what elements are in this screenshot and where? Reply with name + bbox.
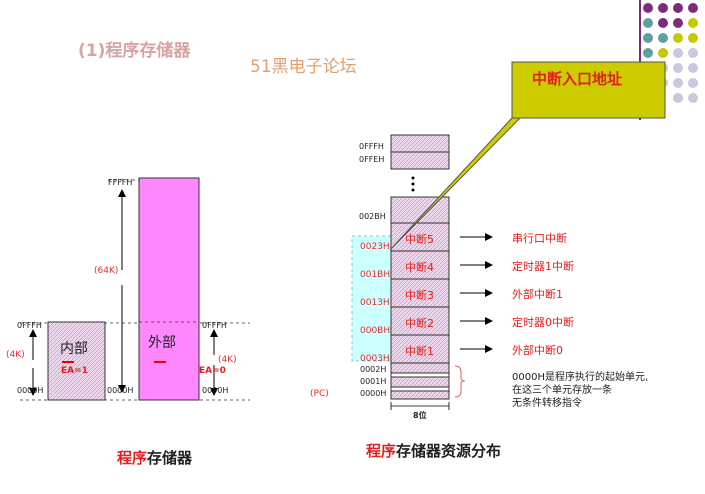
addr-0000-left: 0000H — [17, 386, 44, 395]
addr-0013: 0013H — [360, 298, 390, 308]
addr-ffff: FFFFH — [108, 178, 133, 187]
right-caption: 程序存储器资源分布 — [366, 442, 502, 460]
decorative-dot — [688, 3, 698, 13]
addr-0fff-right: 0FFFH — [202, 321, 227, 330]
vector-target-ext1: 外部中断1 — [512, 288, 563, 301]
addr-0000-right: 0000H — [202, 386, 229, 395]
decorative-dot — [673, 33, 683, 43]
external-label: 外部 — [148, 335, 176, 351]
addr-000b: 000BH — [360, 326, 391, 336]
decorative-dot — [658, 18, 668, 28]
addr-001b: 001BH — [360, 270, 391, 280]
callout-label: 中断入口地址 — [532, 70, 623, 88]
decorative-dot — [643, 18, 653, 28]
addr-0ffe: 0FFEH — [359, 155, 385, 164]
page-title: (1)程序存储器 — [78, 41, 191, 61]
ea0-label: EA=0 — [199, 366, 226, 376]
decorative-dot — [643, 3, 653, 13]
label-64k: (64K) — [94, 266, 119, 276]
decorative-dot — [673, 93, 683, 103]
ea1-label: EA=1 — [61, 366, 88, 376]
addr-0001: 0001H — [360, 377, 387, 386]
decorative-dot — [643, 48, 653, 58]
vector-cell-5: 中断5 — [405, 233, 434, 246]
note-line-1: 0000H是程序执行的起始单元, — [512, 372, 649, 383]
vector-target-serial: 串行口中断 — [512, 232, 567, 245]
label-4k-left: (4K) — [6, 350, 25, 360]
addr-0fff-r: 0FFFH — [359, 142, 384, 151]
internal-memory-block — [47, 321, 106, 401]
note-line-3: 无条件转移指令 — [512, 398, 582, 409]
addr-0000-mid: 0000H — [107, 386, 134, 395]
internal-label: 内部 — [60, 341, 88, 357]
addr-0023: 0023H — [360, 242, 390, 252]
vector-cell-2: 中断2 — [405, 317, 434, 330]
decorative-dot — [688, 93, 698, 103]
width-label: 8位 — [413, 411, 427, 420]
decorative-dot — [688, 33, 698, 43]
decorative-dot — [658, 3, 668, 13]
addr-0000-r: 0000H — [360, 389, 387, 398]
decorative-dot — [688, 48, 698, 58]
vector-target-timer0: 定时器0中断 — [512, 316, 574, 329]
decorative-dot — [688, 63, 698, 73]
vector-cell-1: 中断1 — [405, 345, 434, 358]
vector-cell-4: 中断4 — [405, 261, 434, 274]
addr-002b: 002BH — [359, 212, 386, 221]
external-memory-block — [138, 177, 200, 401]
vector-target-ext0: 外部中断0 — [512, 344, 563, 357]
decorative-dot — [673, 3, 683, 13]
decorative-dot — [673, 48, 683, 58]
decorative-dot — [673, 63, 683, 73]
watermark: 51黑电子论坛 — [250, 57, 357, 77]
vector-target-timer1: 定时器1中断 — [512, 260, 574, 273]
addr-0fff-left: 0FFFH — [17, 321, 42, 330]
left-caption: 程序存储器 — [117, 449, 193, 467]
label-4k-right: (4K) — [218, 355, 237, 365]
decorative-dot — [688, 78, 698, 88]
decorative-dot — [643, 33, 653, 43]
decorative-dot — [673, 18, 683, 28]
pc-label: (PC) — [310, 389, 329, 399]
decorative-dot — [688, 18, 698, 28]
decorative-dot — [673, 78, 683, 88]
vector-cell-3: 中断3 — [405, 289, 434, 302]
note-line-2: 在这三个单元存放一条 — [512, 385, 612, 396]
decorative-dot — [658, 48, 668, 58]
addr-0002: 0002H — [360, 365, 387, 374]
addr-0003: 0003H — [360, 354, 390, 364]
decorative-dot — [658, 33, 668, 43]
